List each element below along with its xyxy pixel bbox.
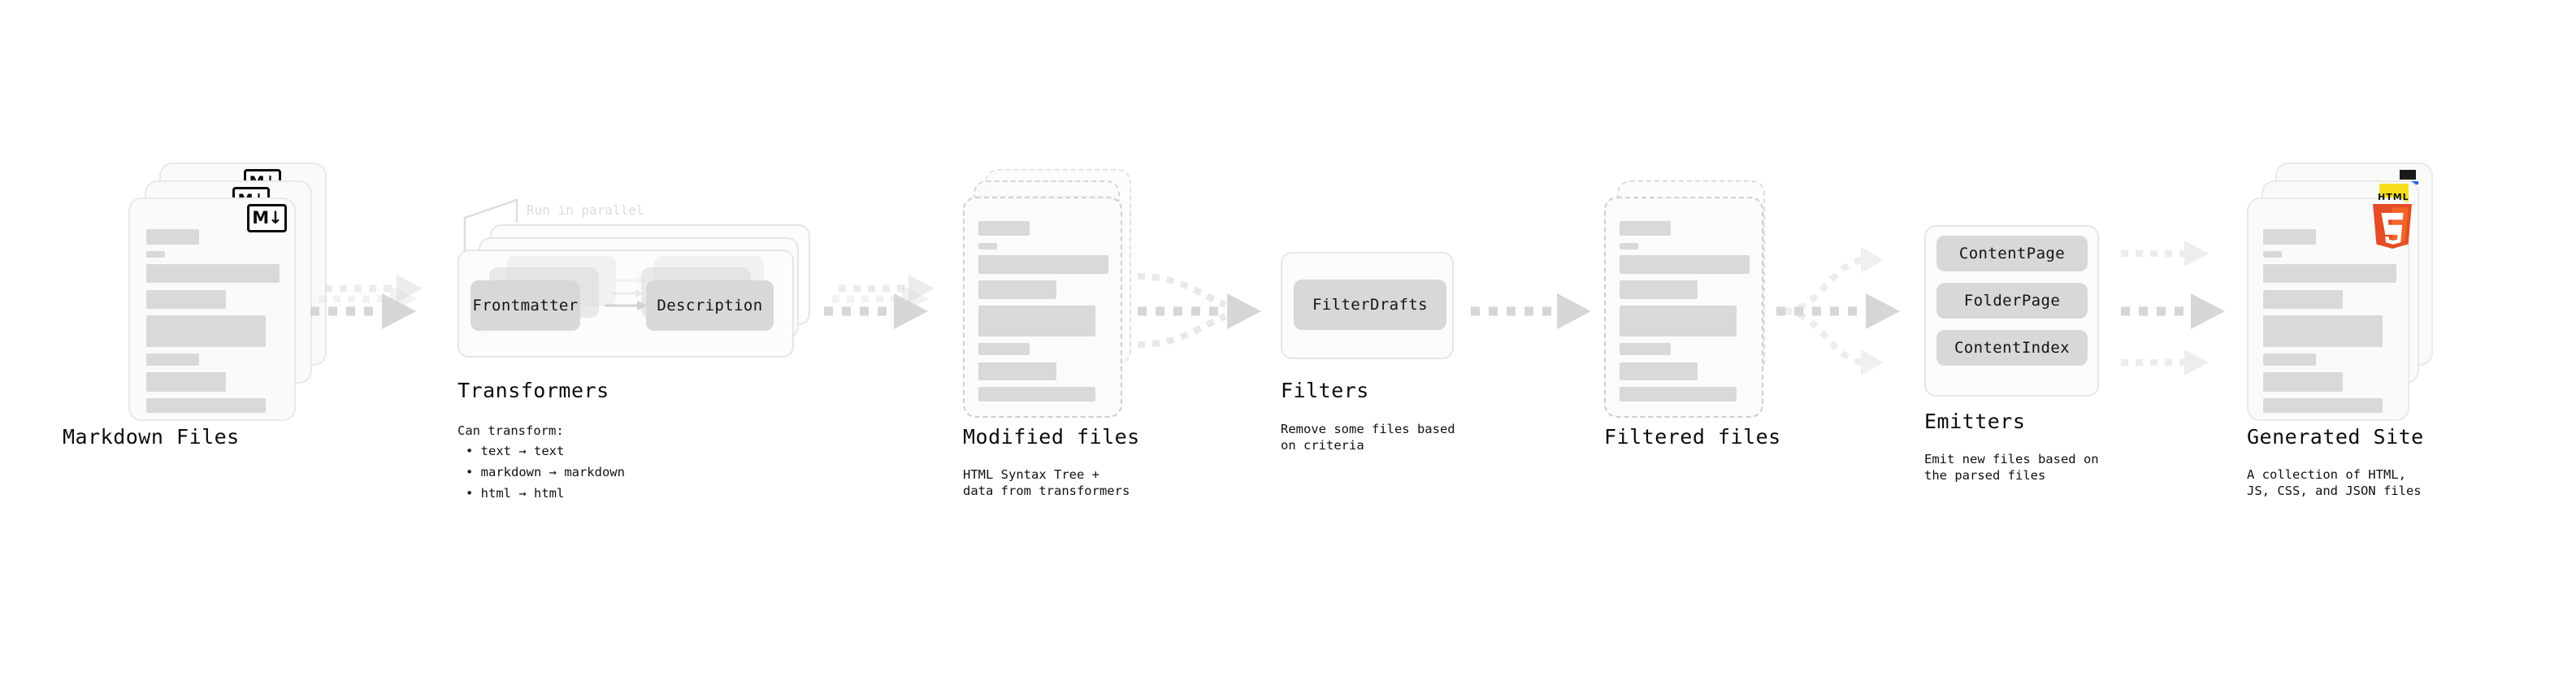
emitter-chip-folderpage[interactable]: FolderPage <box>1936 283 2088 319</box>
skeleton-bar <box>2263 264 2396 283</box>
skeleton-bar <box>146 354 199 366</box>
skeleton-bar <box>1620 280 1698 299</box>
markdown-card-front <box>128 197 296 421</box>
stage-title-modified-files: Modified files <box>963 425 1140 449</box>
run-in-parallel-label: Run in parallel <box>527 202 644 218</box>
skeleton-bar <box>978 280 1056 299</box>
stage-title-emitters: Emitters <box>1924 410 2026 433</box>
modified-files-subtitle: HTML Syntax Tree + data from transformer… <box>963 467 1130 498</box>
transformers-bullet-2: • html → html <box>466 486 565 501</box>
skeleton-bar <box>146 251 165 258</box>
filters-subtitle: Remove some files based on criteria <box>1281 422 1455 453</box>
filter-chip-filterdrafts[interactable]: FilterDrafts <box>1294 280 1446 330</box>
stage-title-markdown-files: Markdown Files <box>63 425 240 449</box>
skeleton-bar <box>978 306 1095 336</box>
skeleton-bar <box>146 264 280 283</box>
emitter-chip-contentpage[interactable]: ContentPage <box>1936 236 2088 271</box>
skeleton-bar <box>2263 251 2282 258</box>
skeleton-bar <box>2263 315 2383 347</box>
skeleton-bar <box>978 387 1095 401</box>
transformer-chip-description[interactable]: Description <box>646 280 774 331</box>
skeleton-bar <box>1620 255 1750 274</box>
skeleton-bar <box>1620 306 1737 336</box>
skeleton-bar <box>146 398 266 413</box>
stage-title-filters: Filters <box>1281 379 1369 402</box>
skeleton-bar <box>146 229 199 245</box>
skeleton-bar <box>1620 343 1671 355</box>
skeleton-bar <box>2263 354 2316 366</box>
skeleton-bar <box>1620 221 1671 236</box>
stage-title-transformers: Transformers <box>458 379 609 402</box>
transformers-bullet-0: • text → text <box>466 444 565 458</box>
skeleton-bar <box>146 372 226 392</box>
svg-text:HTML: HTML <box>2378 192 2409 202</box>
skeleton-bar <box>978 243 997 249</box>
skeleton-bar <box>1620 387 1737 401</box>
skeleton-bar <box>978 362 1056 380</box>
skeleton-bar <box>978 343 1030 355</box>
skeleton-bar <box>978 221 1030 236</box>
generated-site-subtitle: A collection of HTML, JS, CSS, and JSON … <box>2247 467 2422 498</box>
skeleton-bar <box>146 290 226 309</box>
skeleton-bar <box>146 315 266 347</box>
skeleton-bar <box>2263 372 2343 392</box>
skeleton-bar <box>1620 243 1638 249</box>
stage-title-filtered-files: Filtered files <box>1604 425 1781 449</box>
transformer-chip-frontmatter[interactable]: Frontmatter <box>471 280 580 331</box>
skeleton-bar <box>978 255 1108 274</box>
transformers-subtitle: Can transform: <box>458 423 564 438</box>
skeleton-bar <box>2263 229 2316 245</box>
transformers-bullet-1: • markdown → markdown <box>466 465 625 479</box>
skeleton-bar <box>1620 362 1698 380</box>
emitter-chip-contentindex[interactable]: ContentIndex <box>1936 330 2088 366</box>
filtered-card-front <box>1604 197 1763 418</box>
skeleton-bar <box>2263 290 2343 309</box>
markdown-badge: M↓ <box>247 204 287 232</box>
stage-title-generated-site: Generated Site <box>2247 425 2424 449</box>
skeleton-bar <box>2263 398 2383 413</box>
js-badge <box>2379 184 2409 202</box>
modified-card-front <box>963 197 1122 418</box>
emitters-subtitle: Emit new files based on the parsed files <box>1924 452 2099 483</box>
